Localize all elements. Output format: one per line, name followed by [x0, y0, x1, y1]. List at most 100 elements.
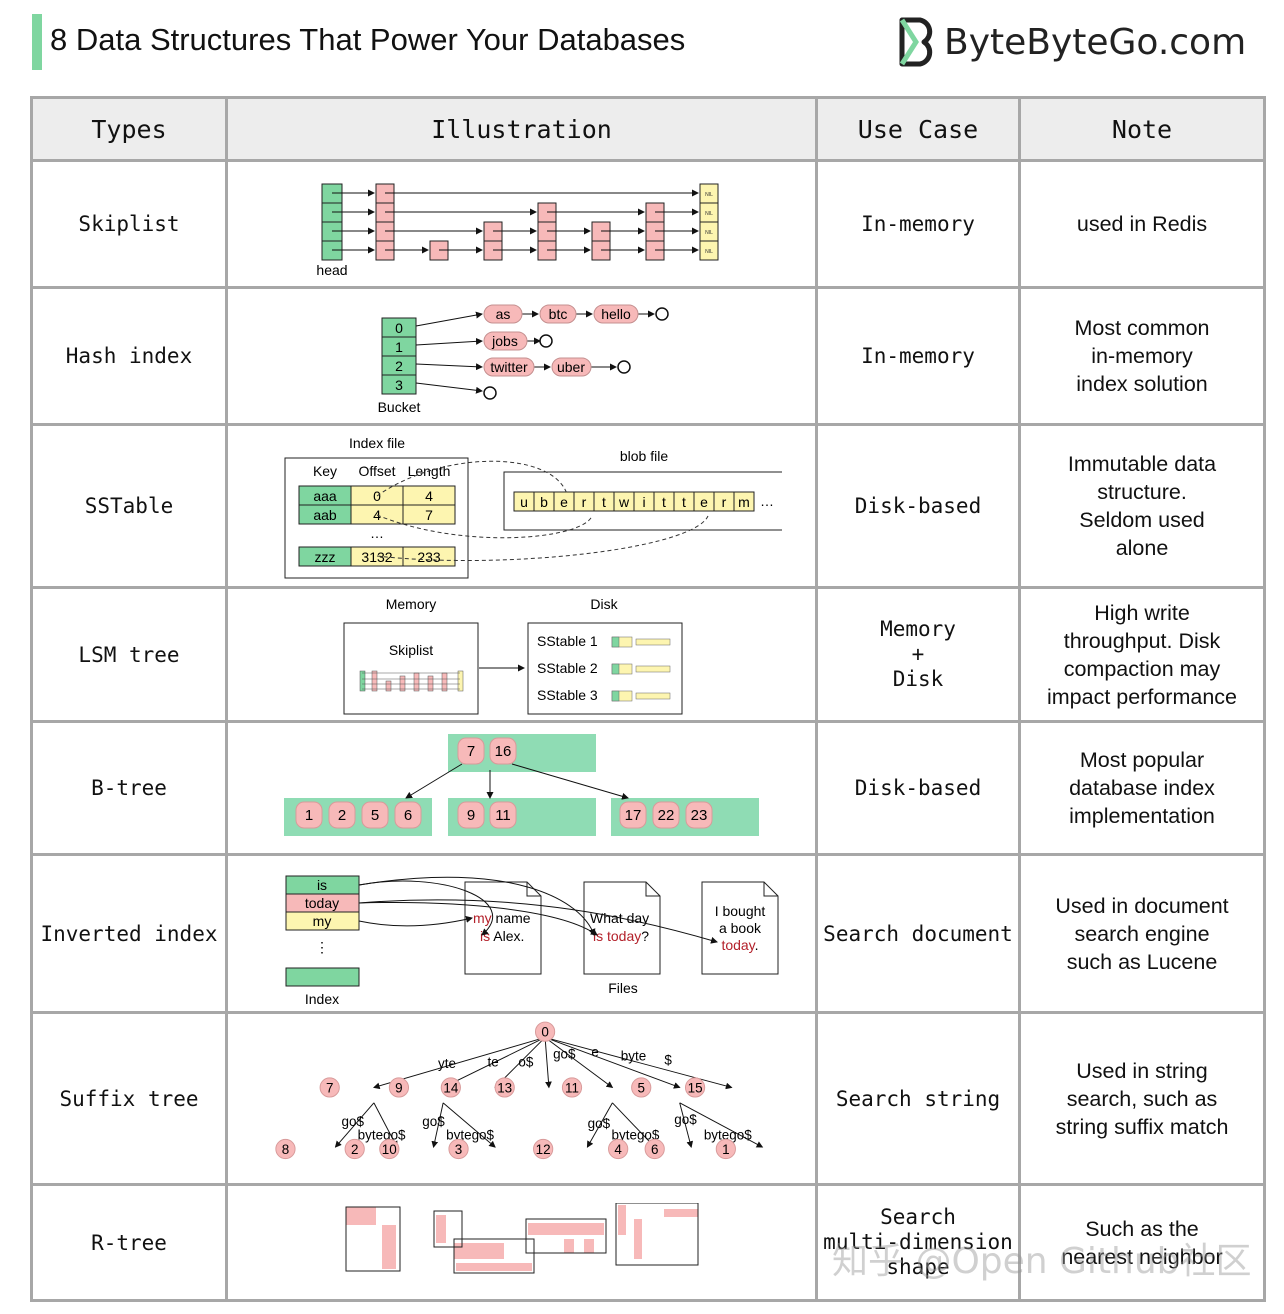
mini-skiplist-icon: [359, 670, 463, 691]
bytebytego-logo-icon: [899, 17, 933, 67]
lsm-tree-diagram: Memory Disk Skiplist SStable 1: [343, 596, 682, 714]
use-case-line: shape: [886, 1255, 950, 1279]
note-line: in-memory: [1091, 344, 1193, 368]
suffix-node: 9: [395, 1080, 402, 1095]
brand-logo: ByteByteGo.com: [896, 14, 1246, 70]
column-header-use-case: Use Case: [815, 96, 1021, 162]
sstable-key: aab: [313, 507, 337, 523]
sstable-key: zzz: [314, 549, 335, 565]
blob-char: w: [617, 494, 629, 510]
blob-cell: [733, 491, 754, 512]
sstable-item: SStable 3: [537, 687, 598, 703]
sstable-illustration: Index file Key Offset Length aaa 0: [225, 423, 818, 589]
note-line: nearest neighbor: [1061, 1244, 1223, 1269]
column-header-illustration: Illustration: [225, 96, 818, 162]
blob-char: t: [662, 494, 666, 510]
note-cell: Most common in-memory index solution: [1018, 286, 1266, 426]
type-cell: R-tree: [30, 1183, 228, 1302]
table-row-inverted-index: Inverted index is today my ⋮: [30, 853, 1266, 1014]
note-line: compaction may: [1063, 656, 1221, 681]
skiplist-illustration: NIL NIL NIL NIL head: [225, 159, 818, 289]
ellipsis: …: [760, 493, 774, 509]
svg-text:today.: today.: [721, 937, 758, 953]
chain-node: as: [495, 306, 510, 322]
btree-key: 2: [337, 807, 345, 824]
svg-text:is today?: is today?: [593, 928, 649, 944]
table-row-lsm-tree: LSM tree Memory Disk Skiplist: [30, 586, 1266, 723]
table-row-b-tree: B-tree: [30, 720, 1266, 856]
blob-char: t: [602, 494, 606, 510]
note-line: throughput. Disk: [1063, 628, 1221, 653]
note-line: search engine: [1074, 921, 1210, 946]
edge-label: go$: [674, 1112, 697, 1127]
edge-label: bytego$: [703, 1127, 751, 1142]
use-case-cell: Search string: [815, 1011, 1021, 1186]
blob-char: t: [682, 494, 686, 510]
note-cell: Immutable data structure. Seldom used al…: [1018, 423, 1266, 589]
edge-label: go$: [553, 1046, 576, 1061]
title-accent-bar: [32, 14, 42, 70]
table-row-skiplist: Skiplist: [30, 159, 1266, 289]
skiplist-diagram: NIL NIL NIL NIL head: [316, 183, 718, 278]
highlighted-term: is today: [593, 928, 641, 944]
use-case-cell: Search document: [815, 853, 1021, 1014]
blob-char: b: [540, 494, 548, 510]
edge-label: byte: [620, 1048, 645, 1063]
r-tree-illustration: [225, 1183, 818, 1302]
type-cell: Inverted index: [30, 853, 228, 1014]
note-line: Used in document: [1055, 893, 1229, 918]
note-line: Seldom used: [1079, 508, 1205, 532]
memory-label: Memory: [385, 596, 436, 612]
use-case-line: multi-dimension: [823, 1230, 1013, 1254]
inverted-index-illustration: is today my ⋮ Index Files my name: [225, 853, 818, 1014]
blob-char: e: [560, 494, 568, 510]
suffix-node: 7: [325, 1080, 332, 1095]
sstable-item: SStable 2: [537, 660, 598, 676]
sstable-key: aaa: [313, 488, 337, 504]
bucket-number: 2: [395, 358, 403, 374]
doc-text: a book: [718, 920, 761, 936]
suffix-node: 4: [614, 1141, 622, 1156]
note-line: Used in string: [1076, 1058, 1208, 1083]
svg-text:my name: my name: [473, 910, 531, 926]
suffix-node: 14: [443, 1080, 458, 1095]
column-key: Key: [312, 463, 336, 479]
note-line: Immutable data: [1067, 452, 1217, 476]
sstable-offset: 3132: [361, 549, 392, 565]
b-tree-diagram: 7 16 1 2 5 6 9 11 17 22 23: [283, 734, 759, 836]
sstable-diagram: Index file Key Offset Length aaa 0: [284, 435, 782, 579]
highlighted-term: today: [721, 937, 755, 953]
brand-name: ByteByteGo.com: [944, 21, 1247, 63]
suffix-node: 3: [454, 1141, 461, 1156]
index-label: Index: [304, 991, 338, 1007]
note-line: Most common: [1074, 316, 1210, 340]
bucket-label: Bucket: [377, 399, 420, 415]
edge-label: go$: [587, 1115, 610, 1130]
btree-key: 16: [494, 743, 511, 760]
edge-label: yte: [438, 1056, 456, 1071]
table-row-hash-index: Hash index 0 1 2 3 Bucket: [30, 286, 1266, 426]
bucket-number: 1: [395, 339, 403, 355]
blob-char: u: [520, 494, 528, 510]
table-row-sstable: SSTable Index file Key Offset Length: [30, 423, 1266, 589]
note-line: string suffix match: [1055, 1114, 1229, 1139]
blob-char: m: [738, 494, 750, 510]
type-cell: Skiplist: [30, 159, 228, 289]
data-structures-table: Types Illustration Use Case Note Skiplis…: [30, 96, 1266, 1302]
table-header-row: Types Illustration Use Case Note: [30, 96, 1266, 162]
note-line: search, such as: [1066, 1086, 1218, 1111]
hash-index-illustration: 0 1 2 3 Bucket: [225, 286, 818, 426]
r-tree-diagram: [345, 1202, 698, 1273]
type-cell: SSTable: [30, 423, 228, 589]
inverted-index-diagram: is today my ⋮ Index Files my name: [285, 875, 778, 1007]
sstable-length: 233: [417, 549, 441, 565]
nil-label: NIL: [705, 211, 713, 217]
note-cell: High write throughput. Disk compaction m…: [1018, 586, 1266, 723]
note-cell: Used in document search engine such as L…: [1018, 853, 1266, 1014]
lsm-tree-illustration: Memory Disk Skiplist SStable 1: [225, 586, 818, 723]
edge-label: $: [664, 1052, 672, 1067]
use-case-line: Search string: [835, 1086, 1001, 1111]
chain-node: hello: [601, 306, 631, 322]
note-line: used in Redis: [1076, 212, 1208, 236]
btree-key: 7: [466, 743, 474, 760]
